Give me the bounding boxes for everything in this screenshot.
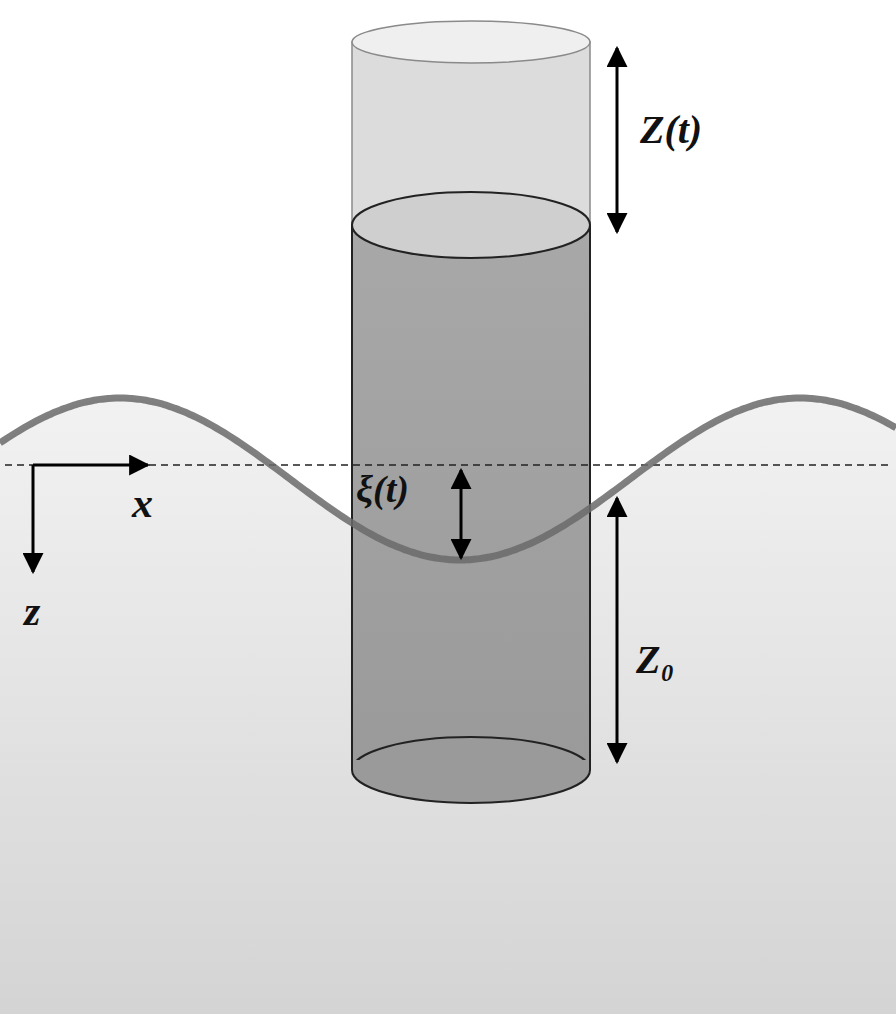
elevation-label: ξ(t) [356, 470, 409, 508]
cylinder-bottom [352, 737, 590, 803]
height-label: Z(t) [640, 110, 702, 150]
axis-label: z [24, 590, 40, 632]
wave-surface [0, 398, 896, 560]
cylinder-body [353, 760, 589, 770]
dimension-arrow [460, 470, 463, 558]
x-axis [33, 464, 148, 467]
still-water-line [5, 464, 892, 466]
cylinder-top [352, 192, 590, 258]
dimension-arrow [616, 498, 619, 762]
cylinder-edge [589, 225, 591, 770]
dimension-arrow [616, 48, 619, 232]
cylinder-ghost-top [352, 21, 590, 63]
draft-label: Z₀ [636, 640, 674, 680]
cylinder-edge [351, 225, 353, 770]
cylinder-body [352, 225, 590, 770]
z-axis [32, 465, 35, 572]
axis-label: x [132, 482, 153, 524]
